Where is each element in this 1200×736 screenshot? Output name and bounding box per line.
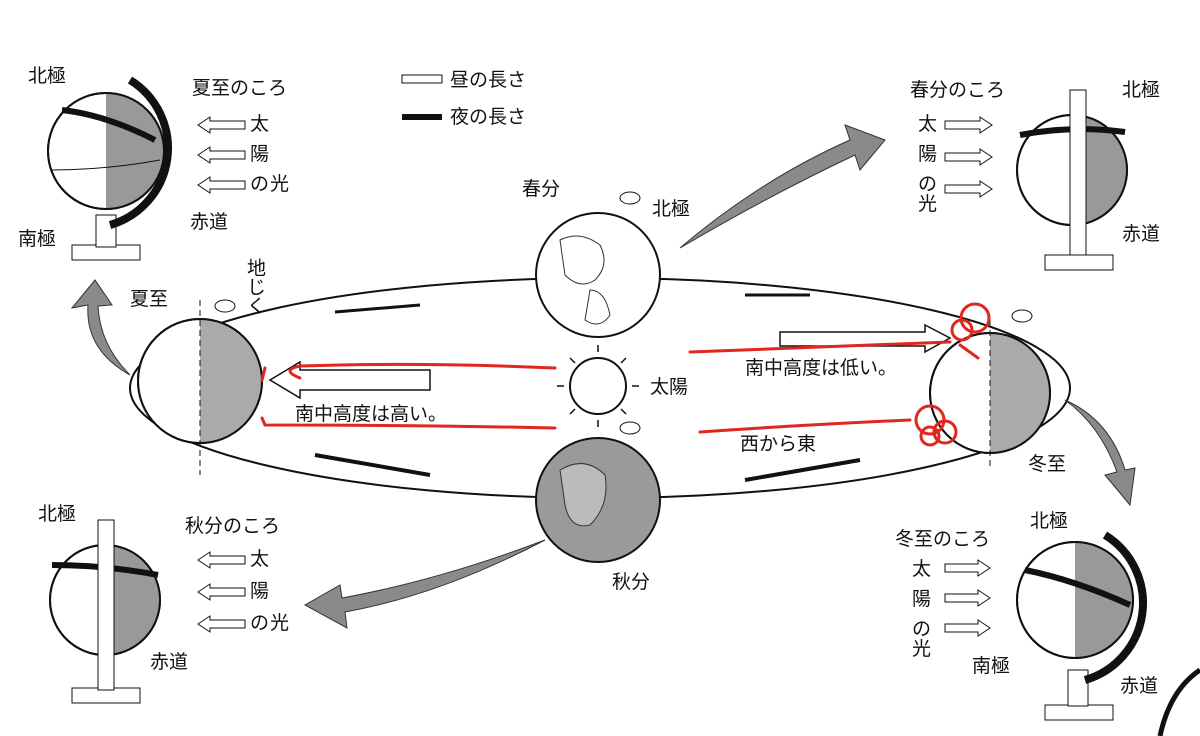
north-pole-label: 北極 xyxy=(652,198,690,220)
sunlight-char: 太 xyxy=(250,113,269,135)
winter-solstice-label: 冬至 xyxy=(1028,453,1066,475)
equator-label: 赤道 xyxy=(1122,223,1160,245)
day-length-swatch xyxy=(401,74,443,84)
continents xyxy=(559,235,611,325)
sunlight-char: 陽 xyxy=(918,143,937,165)
sunlight-char: の xyxy=(250,173,269,195)
autumn-equinox-label: 秋分 xyxy=(612,571,650,593)
north-pole-label: 北極 xyxy=(1122,79,1160,101)
rotation-icon xyxy=(619,421,641,435)
sunlight-char: 陽 xyxy=(912,588,931,610)
axis-label-1: 地じく xyxy=(244,258,266,315)
earth-spring-equinox xyxy=(535,212,661,338)
sunlight-char: 太 xyxy=(250,548,269,570)
sunlight-char: 陽 xyxy=(250,143,269,165)
panel-autumn-equinox: 北極 秋分のころ 赤道 太 陽 の 光 xyxy=(38,503,289,704)
sunlight-char: 光 xyxy=(918,193,937,215)
sunlight-char: 光 xyxy=(912,638,931,660)
panel-title: 春分のころ xyxy=(910,79,1005,101)
rotation-icon xyxy=(619,191,641,205)
panel-title: 秋分のころ xyxy=(185,515,280,537)
spring-equinox-label: 春分 xyxy=(522,178,560,200)
low-altitude-label: 南中高度は低い。 xyxy=(745,357,897,379)
sunlight-arrow xyxy=(779,323,952,354)
sun-label: 太陽 xyxy=(650,376,688,398)
high-altitude-label: 南中高度は高い。 xyxy=(295,403,447,425)
summer-solstice-label: 夏至 xyxy=(130,288,168,310)
sun xyxy=(557,345,639,427)
panel-spring-equinox: 春分のころ 北極 赤道 太 陽 の 光 xyxy=(910,79,1160,271)
south-pole-label: 南極 xyxy=(972,655,1010,677)
sunlight-char: 太 xyxy=(912,558,931,580)
sunlight-char: 光 xyxy=(270,173,289,195)
continents xyxy=(559,463,607,527)
orbit-arrow xyxy=(744,458,861,482)
sunlight-char: の xyxy=(250,612,269,634)
panel-summer-solstice: 北極 南極 赤道 夏至のころ 太 陽 の 光 xyxy=(18,65,289,261)
night-length-swatch xyxy=(402,114,442,120)
north-pole-label: 北極 xyxy=(38,503,76,525)
orbit-arrow xyxy=(334,303,421,314)
legend-night-length: 夜の長さ xyxy=(450,106,526,128)
page-edge-curve xyxy=(1157,667,1200,736)
legend-day-length: 昼の長さ xyxy=(450,69,526,91)
sunlight-char: 太 xyxy=(918,113,937,135)
sunlight-char: 光 xyxy=(270,612,289,634)
sunlight-char: 陽 xyxy=(250,580,269,602)
rotation-icon xyxy=(214,299,236,313)
equator-label: 赤道 xyxy=(190,211,228,233)
panel-title: 夏至のころ xyxy=(192,77,287,99)
sunlight-char: の xyxy=(918,173,937,195)
equator-label: 赤道 xyxy=(1120,675,1158,697)
south-pole-label: 南極 xyxy=(18,228,56,250)
north-pole-label: 北極 xyxy=(1030,510,1068,532)
sunlight-char: の xyxy=(912,618,931,640)
rotation-icon xyxy=(1011,309,1033,323)
legend: 昼の長さ 夜の長さ xyxy=(401,69,526,128)
orbit-arrow xyxy=(314,453,431,477)
transition-arrows xyxy=(70,124,1136,629)
north-pole-label: 北極 xyxy=(28,65,66,87)
sunlight-arrow xyxy=(268,360,431,400)
panel-title: 冬至のころ xyxy=(895,528,990,550)
west-to-east-label: 西から東 xyxy=(740,433,816,455)
equator-label: 赤道 xyxy=(150,651,188,673)
red-handwritten-annotations xyxy=(260,302,991,447)
panel-winter-solstice: 冬至のころ 北極 南極 赤道 太 陽 の 光 xyxy=(895,510,1158,721)
